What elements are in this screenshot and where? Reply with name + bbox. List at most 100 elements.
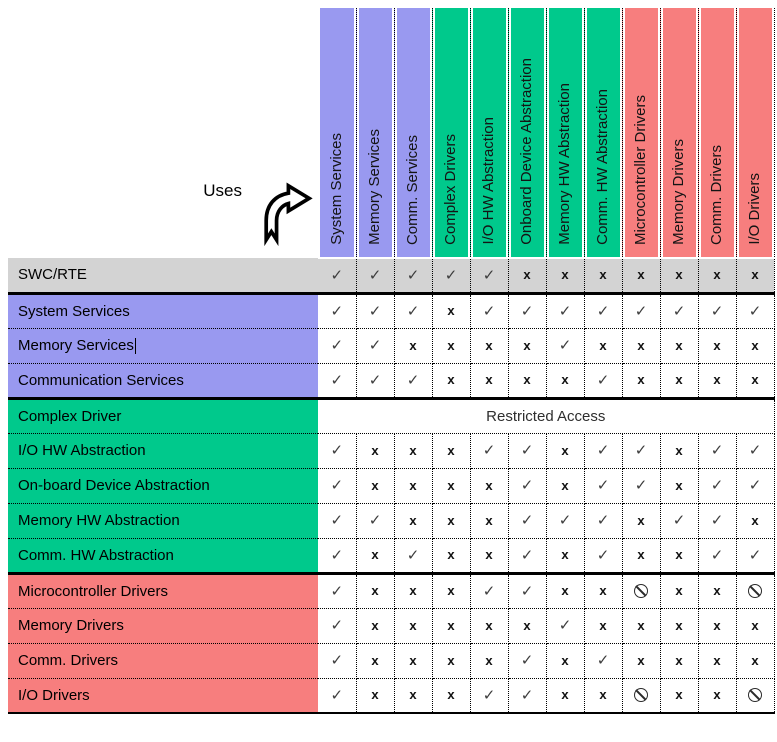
matrix-cell: x xyxy=(432,293,471,329)
check-icon: ✓ xyxy=(596,651,610,669)
matrix-cell: x xyxy=(432,678,471,714)
matrix-cell: x xyxy=(660,573,699,609)
matrix-cell: x xyxy=(736,643,775,679)
check-icon: ✓ xyxy=(672,301,686,320)
matrix-cell: ✓ xyxy=(394,538,433,575)
matrix-cell: x xyxy=(622,538,661,575)
cross-icon: x xyxy=(447,337,455,353)
matrix-cell: ✓ xyxy=(318,363,357,400)
no-access-icon xyxy=(634,688,648,703)
check-icon: ✓ xyxy=(748,441,762,459)
cross-icon: x xyxy=(371,687,379,703)
row-label-text: Memory HW Abstraction xyxy=(18,512,180,529)
check-icon: ✓ xyxy=(330,685,344,704)
cross-icon: x xyxy=(485,512,493,528)
matrix-cell: ✓ xyxy=(508,433,547,469)
matrix-cell: x xyxy=(584,608,623,644)
column-header: Memory Services xyxy=(356,8,395,259)
cross-icon: x xyxy=(447,687,455,703)
matrix-cell: ✓ xyxy=(584,503,623,539)
cross-icon: x xyxy=(751,512,759,528)
check-icon: ✓ xyxy=(482,685,496,704)
matrix-cell: ✓ xyxy=(356,258,395,295)
matrix-cell: ✓ xyxy=(508,503,547,539)
uses-corner-cell: Uses xyxy=(8,8,318,258)
matrix-cell: ✓ xyxy=(508,468,547,504)
matrix-cell xyxy=(736,573,775,609)
matrix-cell: ✓ xyxy=(698,468,737,504)
matrix-cell: x xyxy=(660,328,699,364)
column-header: Memory Drivers xyxy=(660,8,699,259)
cross-icon: x xyxy=(561,583,569,598)
cross-icon: x xyxy=(675,442,683,458)
cross-icon: x xyxy=(713,652,721,668)
cross-icon: x xyxy=(485,547,493,562)
check-icon: ✓ xyxy=(406,301,420,320)
row-label: SWC/RTE xyxy=(8,258,318,295)
matrix-cell: ✓ xyxy=(698,433,737,469)
matrix-cell: x xyxy=(470,363,509,400)
check-icon: ✓ xyxy=(368,301,382,320)
matrix-cell: ✓ xyxy=(698,538,737,575)
check-icon: ✓ xyxy=(330,336,344,354)
matrix-cell: x xyxy=(698,678,737,714)
column-header-label: Onboard Device Abstraction xyxy=(518,58,536,245)
cross-icon: x xyxy=(409,687,417,703)
row-label-text: Memory Services xyxy=(18,336,134,354)
cross-icon: x xyxy=(675,617,683,633)
matrix-cell xyxy=(622,678,661,714)
cross-icon: x xyxy=(675,652,683,668)
row-label: I/O HW Abstraction xyxy=(8,433,318,469)
cross-icon: x xyxy=(523,267,531,283)
check-icon: ✓ xyxy=(558,511,572,529)
matrix-cell: x xyxy=(660,433,699,469)
matrix-cell: ✓ xyxy=(318,573,357,609)
matrix-cell: x xyxy=(698,573,737,609)
check-icon: ✓ xyxy=(634,441,648,459)
matrix-cell: ✓ xyxy=(736,433,775,469)
matrix-cell: ✓ xyxy=(318,468,357,504)
check-icon: ✓ xyxy=(406,370,420,389)
matrix-cell: x xyxy=(546,678,585,714)
matrix-cell: x xyxy=(432,363,471,400)
cross-icon: x xyxy=(485,372,493,387)
column-header: I/O Drivers xyxy=(736,8,775,259)
check-icon: ✓ xyxy=(330,301,344,320)
check-icon: ✓ xyxy=(330,265,344,284)
matrix-cell xyxy=(736,678,775,714)
cross-icon: x xyxy=(637,617,645,633)
matrix-cell: x xyxy=(698,258,737,295)
check-icon: ✓ xyxy=(748,301,762,320)
matrix-cell: ✓ xyxy=(318,258,357,295)
matrix-cell: x xyxy=(356,643,395,679)
matrix-cell: ✓ xyxy=(508,678,547,714)
row-label: Comm. Drivers xyxy=(8,643,318,679)
matrix-cell: x xyxy=(584,258,623,295)
matrix-cell: ✓ xyxy=(584,433,623,469)
cross-icon: x xyxy=(675,547,683,562)
uses-caption: Uses xyxy=(203,158,318,252)
cross-icon: x xyxy=(485,617,493,633)
cross-icon: x xyxy=(447,547,455,562)
cross-icon: x xyxy=(523,337,531,353)
matrix-cell: ✓ xyxy=(356,328,395,364)
matrix-cell: x xyxy=(622,608,661,644)
cross-icon: x xyxy=(409,477,417,493)
cross-icon: x xyxy=(713,337,721,353)
column-header: Comm. Drivers xyxy=(698,8,737,259)
cross-icon: x xyxy=(561,477,569,493)
check-icon: ✓ xyxy=(748,476,762,494)
cross-icon: x xyxy=(637,547,645,562)
cross-icon: x xyxy=(599,267,607,283)
check-icon: ✓ xyxy=(672,511,686,529)
cross-icon: x xyxy=(447,303,455,318)
matrix-cell: x xyxy=(356,678,395,714)
cross-icon: x xyxy=(713,372,721,387)
check-icon: ✓ xyxy=(710,441,724,459)
